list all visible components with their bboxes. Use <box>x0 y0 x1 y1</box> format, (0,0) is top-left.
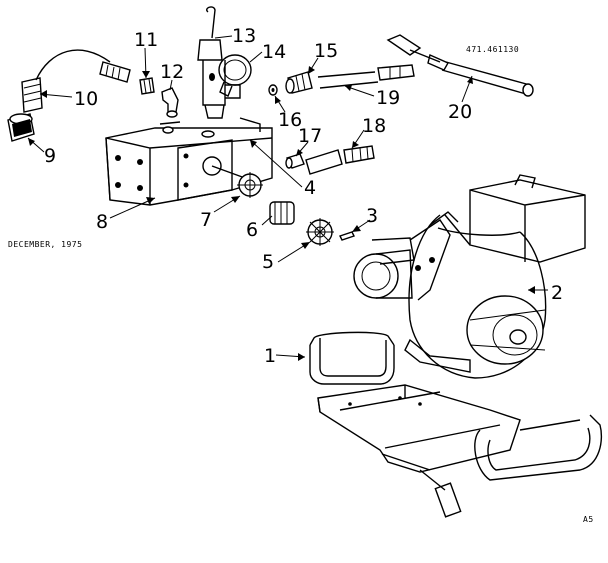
part-1-frame <box>309 331 603 518</box>
callout-18: 18 <box>362 115 386 137</box>
corner-code: A5 <box>583 515 594 524</box>
part-6-coupling-insert <box>269 201 295 225</box>
part-7-coupling <box>237 172 263 198</box>
part-12-elbow <box>161 87 179 118</box>
part-16-washer <box>268 84 278 96</box>
part-3-key <box>339 231 355 241</box>
callout-9: 9 <box>44 145 56 167</box>
part-8-pump <box>105 117 273 206</box>
part-15-fitting <box>285 71 313 94</box>
leader-lines <box>27 35 548 361</box>
callout-4: 4 <box>304 177 316 199</box>
callout-6: 6 <box>246 219 258 241</box>
callout-1: 1 <box>264 345 276 367</box>
part-9-strainer <box>7 113 35 142</box>
part-13-unloader-valve <box>197 6 241 119</box>
date-label: DECEMBER, 1975 <box>8 240 82 249</box>
part-5-gear <box>306 218 334 246</box>
callout-10: 10 <box>74 88 98 110</box>
callout-7: 7 <box>200 209 212 231</box>
part-18-filter <box>305 145 375 175</box>
callout-20: 20 <box>448 101 472 123</box>
callout-16: 16 <box>278 109 302 131</box>
callout-numbers: 1 2 3 4 5 6 7 8 9 10 11 12 13 14 15 16 1… <box>44 25 563 367</box>
callout-13: 13 <box>232 25 256 47</box>
callout-2: 2 <box>551 282 563 304</box>
callout-12: 12 <box>160 61 184 83</box>
callout-11: 11 <box>134 29 158 51</box>
callout-14: 14 <box>262 41 286 63</box>
callout-8: 8 <box>96 211 108 233</box>
callout-17: 17 <box>298 125 322 147</box>
part-19-hose <box>317 64 415 89</box>
part-2-engine <box>353 174 586 379</box>
part-11-nipple <box>139 77 155 95</box>
part-20-spray-wand <box>386 34 534 97</box>
callout-3: 3 <box>366 205 378 227</box>
callout-5: 5 <box>262 251 274 273</box>
part-14-gauge <box>218 54 252 97</box>
callout-19: 19 <box>376 87 400 109</box>
part-17-fitting <box>285 153 305 169</box>
callout-15: 15 <box>314 40 338 62</box>
model-number: 471.461130 <box>466 45 519 54</box>
part-10-suction-hose <box>21 49 131 113</box>
